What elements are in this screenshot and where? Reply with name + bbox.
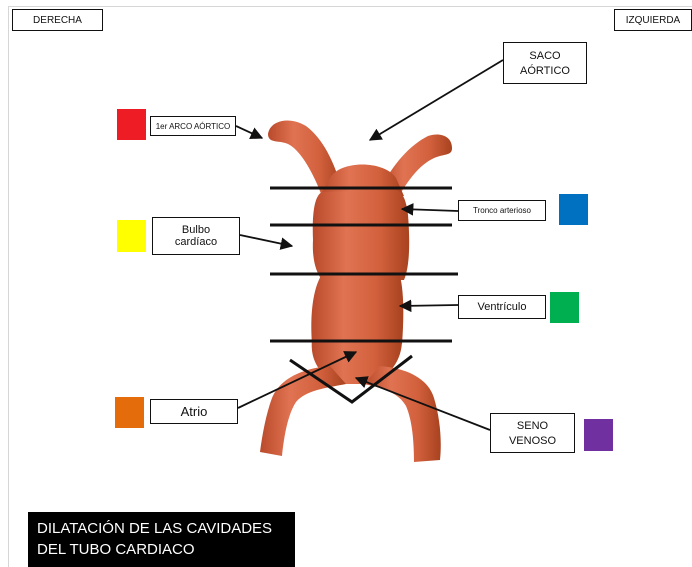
swatch-arco-red xyxy=(117,109,146,140)
swatch-atrio-orange xyxy=(115,397,144,428)
label-atrio: Atrio xyxy=(150,399,238,424)
ventriculo-arrow xyxy=(400,305,458,306)
tronco-arrow xyxy=(402,209,458,211)
label-tronco-arterioso: Tronco arterioso xyxy=(458,200,546,221)
saco-arrow xyxy=(370,60,503,140)
label-primer-arco-aortico: 1er ARCO AÓRTICO xyxy=(150,116,236,136)
caption-line-1: DILATACIÓN DE LAS CAVIDADES xyxy=(37,518,295,539)
clay-model xyxy=(260,120,452,462)
corner-label-izquierda: IZQUIERDA xyxy=(614,9,692,31)
left-sinus-horn xyxy=(260,366,346,456)
swatch-bulbo-yellow xyxy=(117,220,146,252)
swatch-tronco-blue xyxy=(559,194,588,225)
swatch-seno-purple xyxy=(584,419,613,451)
right-sinus-horn xyxy=(364,366,441,462)
arco-arrow xyxy=(236,126,262,138)
label-ventriculo: Ventrículo xyxy=(458,295,546,319)
corner-label-derecha: DERECHA xyxy=(12,9,103,31)
swatch-ventriculo-green xyxy=(550,292,579,323)
caption-line-2: DEL TUBO CARDIACO xyxy=(37,539,295,560)
bulbus-shape xyxy=(313,190,409,280)
bulbo-arrow xyxy=(240,235,292,246)
ventricle-shape xyxy=(311,274,403,344)
caption-box: DILATACIÓN DE LAS CAVIDADES DEL TUBO CAR… xyxy=(28,512,295,567)
